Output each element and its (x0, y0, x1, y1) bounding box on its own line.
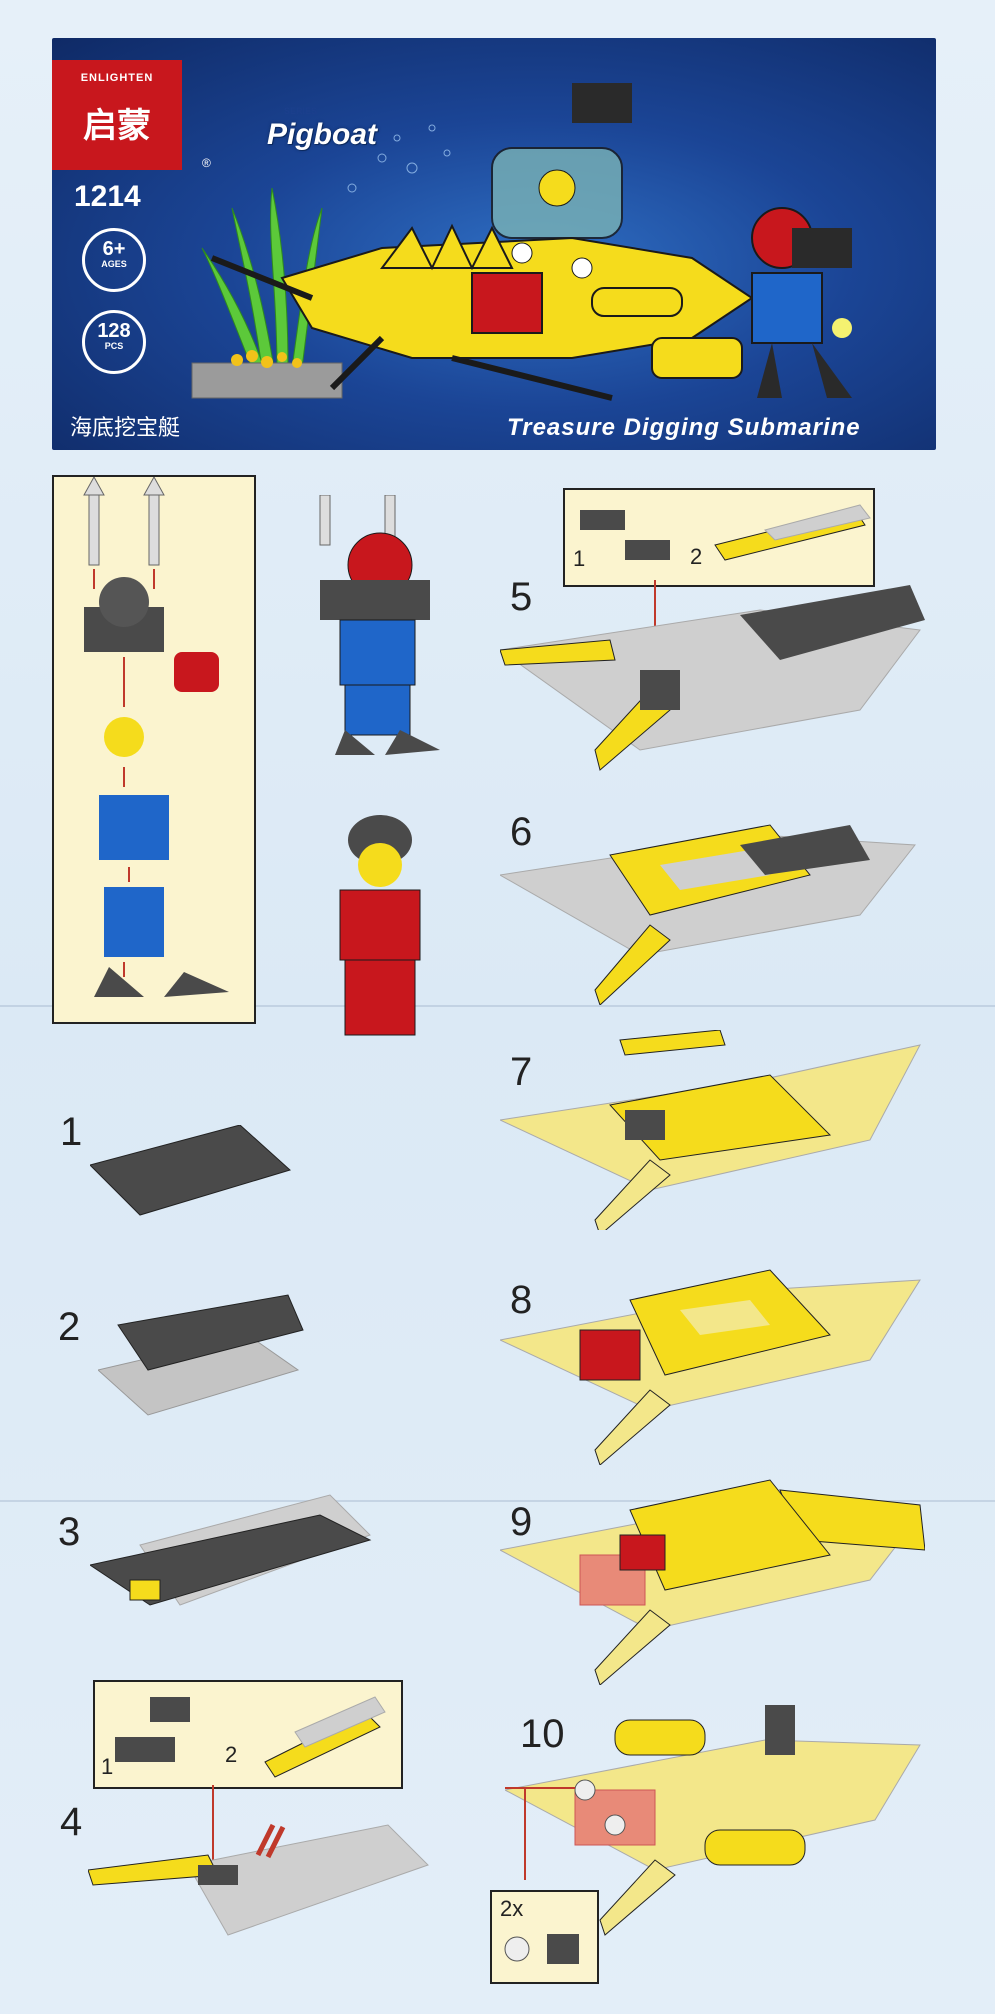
step-7-diagram (500, 1030, 921, 1230)
step-8-diagram (500, 1269, 921, 1465)
substep-number: 2 (690, 544, 703, 569)
step-3-diagram (90, 1494, 372, 1606)
step-9-diagram (500, 1479, 925, 1685)
registered-mark: ® (202, 156, 211, 170)
brand-name-en: ENLIGHTEN (80, 72, 154, 84)
step-6-diagram (500, 824, 916, 1005)
pieces-badge: 128 PCS (82, 310, 146, 374)
cover-banner: ENLIGHTEN 启蒙 ® SERIES Pigboat 1214 6+ AG… (52, 38, 936, 450)
step-4-subassembly-diagram (115, 1696, 386, 1778)
title-chinese: 海底挖宝艇 (70, 416, 181, 441)
age-value: 6+ (102, 238, 126, 260)
step-5-subassembly-panel: 1 2 (563, 488, 875, 587)
substep-number: 1 (573, 546, 586, 571)
step-5-subassembly-diagram (580, 504, 871, 561)
substep-number: 2 (225, 1742, 238, 1767)
title-english: Treasure Digging Submarine (507, 414, 861, 441)
series-name: Pigboat (267, 118, 377, 151)
diver-minifig (319, 495, 440, 755)
pilot-minifig (339, 815, 421, 1036)
age-label: AGES (101, 259, 127, 269)
step-1-diagram (90, 1125, 291, 1216)
step-number: 8 (510, 1278, 533, 1322)
step-number: 4 (60, 1800, 83, 1844)
brand-name-cn: 启蒙 (83, 106, 151, 146)
step-10-callout-panel: 2x (490, 1890, 599, 1984)
step-number: 7 (510, 1050, 533, 1094)
series-label: SERIES (284, 106, 318, 116)
callout-parts (504, 1934, 579, 1964)
age-badge: 6+ AGES (82, 228, 146, 292)
pieces-value: 128 (97, 320, 131, 342)
step-5-diagram (500, 580, 925, 771)
paper-fold (0, 1500, 995, 1502)
minifig-assembly-panel (52, 475, 256, 1024)
brand-logo: ENLIGHTEN 启蒙 (52, 60, 182, 170)
step-number: 5 (510, 575, 533, 619)
step-number: 2 (58, 1305, 81, 1349)
paper-fold (0, 1005, 995, 1007)
model-number: 1214 (74, 180, 141, 213)
step-number: 3 (58, 1510, 81, 1554)
step-number: 9 (510, 1500, 533, 1544)
minifig-assembly-diagram (83, 475, 229, 997)
step-4-diagram (88, 1785, 429, 1936)
step-number: 6 (510, 810, 533, 854)
step-number: 1 (60, 1110, 83, 1154)
step-number: 10 (520, 1712, 565, 1756)
substep-number: 1 (101, 1754, 114, 1779)
callout-quantity: 2x (500, 1896, 524, 1921)
pieces-label: PCS (104, 341, 124, 351)
step-2-diagram (98, 1294, 304, 1416)
step-10-diagram (505, 1705, 921, 1936)
step-4-subassembly-panel: 1 2 (93, 1680, 403, 1789)
submarine-illustration (191, 83, 852, 401)
